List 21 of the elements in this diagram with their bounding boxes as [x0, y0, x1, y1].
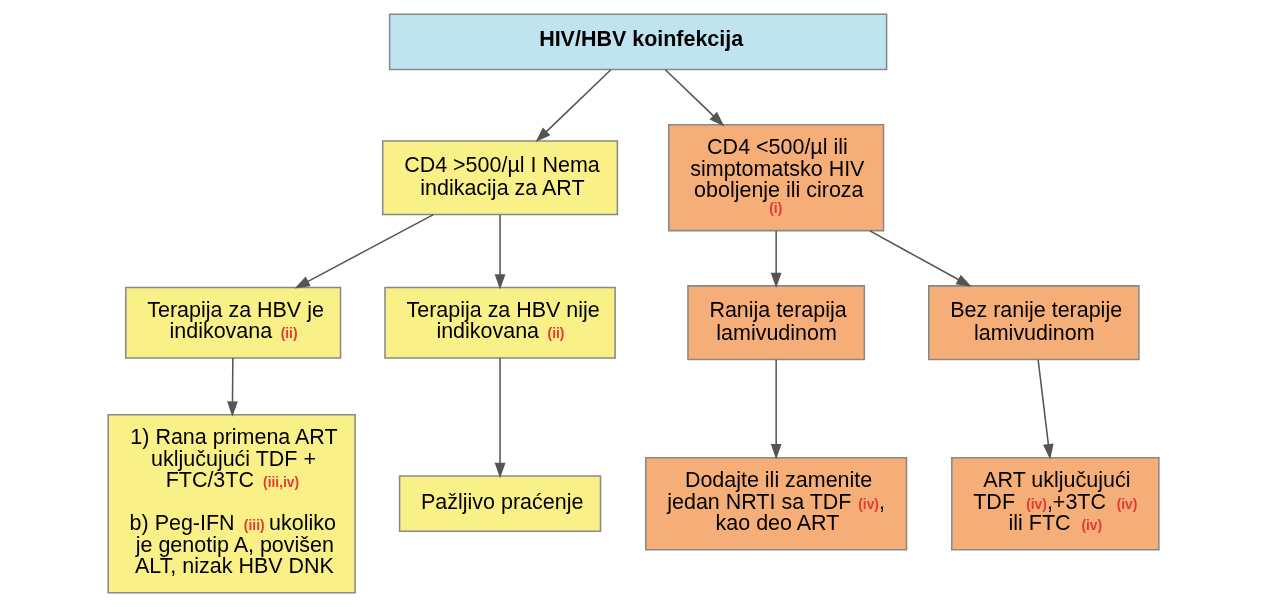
- arrow: [770, 230, 782, 289]
- node-box: Terapija za HBV nije indikovana (ii): [384, 286, 616, 359]
- node-box: Ranija terapija lamivudinom: [687, 285, 866, 361]
- node-box: CD4 >500/µl I Nema indikacija za ART: [381, 140, 619, 216]
- node-box: Pažljivo praćenje: [398, 475, 602, 533]
- arrow: [770, 359, 782, 460]
- node-box: ART uključujući TDF (iv),+3TC (iv) ili FTC (iv): [951, 456, 1160, 551]
- arrow: [869, 230, 972, 287]
- arrow: [494, 214, 506, 290]
- arrow: [294, 213, 435, 289]
- arrow: [494, 357, 506, 479]
- node-box: Dodajte ili zamenite jedan NRTI sa TDF (iv), kao deo ART: [645, 456, 908, 551]
- arrow: [535, 68, 612, 143]
- arrow: [1037, 359, 1054, 460]
- node-box: Terapija za HBV je indikovana (ii): [125, 286, 342, 359]
- node-box: CD4 <500/µl ili simptomatsko HIV oboljenje ili ciroza (i): [668, 124, 885, 232]
- node-box: Bez ranije terapije lamivudinom: [928, 285, 1140, 361]
- arrow: [664, 68, 725, 127]
- arrow: [227, 357, 238, 417]
- node-box: 1) Rana primena ART uključujući TDF + FTC/3TC (iii,iv) b) Peg-IFN (iii) ukoliko je genotip A, povišen ALT, nizak HBV DNK: [107, 413, 356, 594]
- node-box: HIV/HBV koinfekcija: [388, 13, 888, 71]
